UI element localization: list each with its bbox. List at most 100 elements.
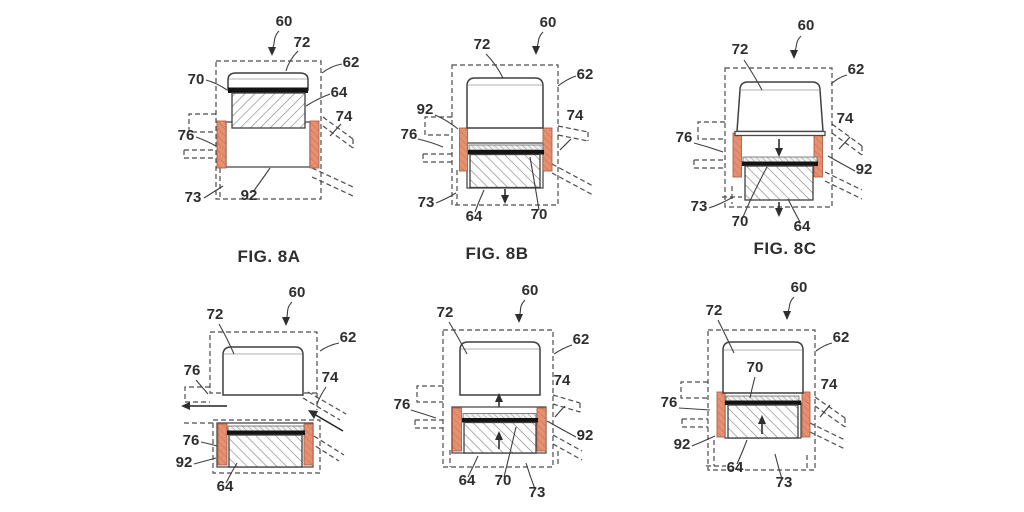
motion-arrowhead-down (501, 195, 509, 204)
figure-bottom-middle-panel: 60 72 62 76 74 92 64 70 73 (390, 270, 610, 512)
arrowhead-60 (268, 47, 276, 56)
figure-8c-diagram: 60 72 62 76 74 92 73 70 64 FIG. 8C (676, 17, 873, 258)
left-slot-dashed (414, 419, 443, 429)
arrowhead-60 (515, 314, 523, 323)
leader-62 (815, 342, 833, 352)
ref-74-label: 74 (821, 376, 838, 393)
tick-74 (554, 405, 566, 418)
leader-70 (529, 156, 540, 211)
right-lower-tab-dashed (311, 167, 354, 197)
ref-92-label: 92 (577, 427, 594, 444)
motion-arrowhead-diagonal (308, 410, 318, 419)
ref-76-label: 76 (394, 396, 411, 413)
leader-64 (225, 462, 238, 484)
ref-70-label: 70 (188, 71, 205, 88)
leader-76-upper (195, 379, 209, 395)
ref-64-label: 64 (794, 218, 811, 235)
ref-64-label: 64 (331, 84, 348, 101)
tick-74 (819, 404, 831, 418)
seal-left (732, 132, 742, 178)
leader-64 (474, 189, 485, 213)
ref-64-label: 64 (459, 472, 476, 489)
leader-60 (535, 31, 544, 49)
leader-73 (708, 196, 734, 209)
leader-72 (743, 59, 763, 91)
ref-62-label: 62 (573, 331, 590, 348)
arrowhead-60 (282, 317, 290, 326)
ref-74-label: 74 (554, 372, 571, 389)
leader-60 (285, 301, 293, 320)
leader-72 (717, 319, 735, 354)
leader-92 (193, 457, 217, 465)
ref-76-label: 76 (178, 127, 195, 144)
leader-62 (319, 342, 340, 352)
leader-70 (749, 376, 756, 399)
ref-76-label: 76 (676, 129, 693, 146)
figure-8b-diagram: 60 72 62 92 76 74 73 64 70 FIG. 8B (401, 14, 594, 263)
cap-72-shape (736, 81, 824, 133)
seal-right (542, 127, 553, 172)
right-lower-tab-dashed (552, 434, 583, 467)
right-lower-tab-dashed (806, 422, 846, 470)
leader-62 (321, 63, 343, 74)
ref-92-label: 92 (856, 161, 873, 178)
leader-60 (786, 296, 795, 314)
leader-72 (218, 323, 235, 355)
seal-left (716, 391, 726, 438)
seal-right (813, 132, 823, 178)
ref-92-label: 92 (417, 101, 434, 118)
right-lower-tab-dashed (824, 171, 863, 200)
ref-60-label: 60 (522, 282, 539, 299)
ref-72-label: 72 (706, 302, 723, 319)
left-tab-dashed (697, 121, 725, 140)
leader-64 (305, 93, 331, 107)
bar-70-shape (228, 87, 308, 93)
seal-left (217, 423, 228, 466)
right-upper-tab-dashed (831, 123, 863, 156)
left-slot-dashed (183, 149, 216, 159)
leader-60 (793, 35, 802, 53)
leader-70 (742, 166, 768, 218)
leader-72 (448, 321, 468, 355)
seal-left (216, 120, 227, 169)
figure-bottom-right-panel: 60 72 62 70 76 74 92 64 73 (640, 270, 880, 512)
leader-64 (787, 198, 801, 223)
ref-92-label: 92 (241, 187, 258, 204)
ref-64-label: 64 (217, 478, 234, 495)
ref-76-lower-label: 76 (183, 432, 200, 449)
leader-73 (774, 453, 783, 480)
ref-73-label: 73 (529, 484, 546, 501)
seal-right (309, 120, 320, 169)
leader-92 (691, 435, 716, 447)
cap-72-shape (227, 72, 309, 91)
ref-60-label: 60 (540, 14, 557, 31)
block-64-shape (228, 434, 303, 468)
ref-70-label: 70 (531, 206, 548, 223)
block-64-shape (744, 165, 814, 201)
leader-60 (518, 299, 526, 317)
ref-76-upper-label: 76 (184, 362, 201, 379)
left-tab-dashed (416, 385, 443, 403)
right-upper-tab-dashed (557, 125, 589, 142)
ref-72-label: 72 (294, 34, 311, 51)
cap-72-shape (722, 341, 804, 394)
leader-62 (557, 75, 577, 87)
seal-left (459, 127, 468, 172)
left-tab-dashed (424, 116, 452, 136)
rail-shape (227, 425, 305, 432)
bar-70-shape (742, 161, 818, 166)
ref-60-label: 60 (276, 13, 293, 30)
ref-92-label: 92 (176, 454, 193, 471)
bar-70-shape (462, 418, 538, 423)
right-lower-tab-dashed (308, 435, 345, 462)
right-upper-tab-dashed (814, 396, 846, 428)
block-64-shape (231, 92, 306, 129)
ref-74-label: 74 (336, 108, 353, 125)
ref-72-label: 72 (732, 41, 749, 58)
ref-74-label: 74 (567, 107, 584, 124)
leader-72 (285, 50, 299, 72)
rail-shape (725, 395, 800, 402)
leader-72 (485, 53, 504, 79)
ref-60-label: 60 (289, 284, 306, 301)
